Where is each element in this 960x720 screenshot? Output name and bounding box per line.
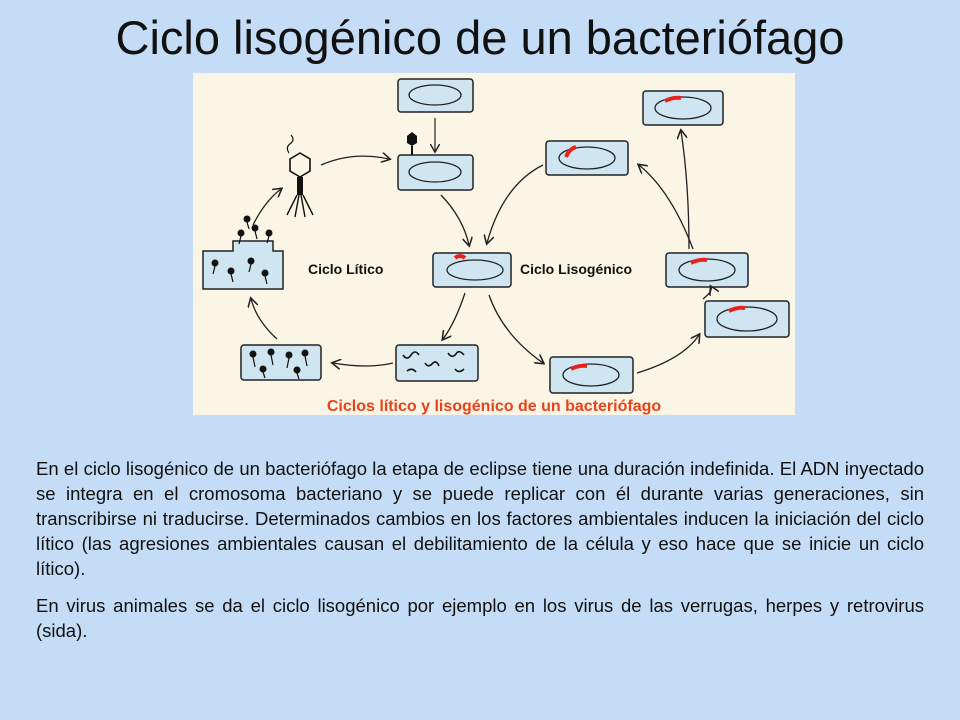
lysogen-cell-5 [549, 356, 634, 394]
lysogenic-cycle-arrows [487, 131, 711, 374]
cell-phage-assembly [240, 344, 322, 381]
cell-center-infected [432, 252, 512, 288]
diagram-caption: Ciclos lítico y lisogénico de un bacteri… [326, 398, 662, 415]
cycle-illustration [202, 78, 790, 394]
lytic-cycle-arrows [251, 156, 469, 366]
paragraph-2: En virus animales se da el ciclo lisogén… [36, 595, 924, 641]
cell-phage-attaching [397, 118, 474, 191]
cell-phage-dna-fragments [395, 344, 479, 382]
lysogen-cell-4 [704, 300, 790, 338]
lysogen-cell-3 [665, 252, 749, 288]
body-text: En el ciclo lisogénico de un bacteriófag… [36, 456, 924, 655]
lysogen-cell-1 [545, 140, 629, 176]
phage-cycle-diagram: Ciclo Lítico Ciclo Lisogénico Ciclos lít… [193, 73, 795, 415]
page-title: Ciclo lisogénico de un bacteriófago [115, 11, 845, 64]
free-phage-icon [286, 134, 314, 218]
lysogenic-cycle-label: Ciclo Lisogénico [518, 261, 635, 277]
lytic-cycle-label: Ciclo Lítico [306, 261, 386, 277]
paragraph-1: En el ciclo lisogénico de un bacteriófag… [36, 458, 924, 579]
cell-top-before-infection [397, 78, 474, 113]
lysogen-cell-2 [642, 90, 724, 126]
cell-lysis-release [202, 215, 284, 290]
